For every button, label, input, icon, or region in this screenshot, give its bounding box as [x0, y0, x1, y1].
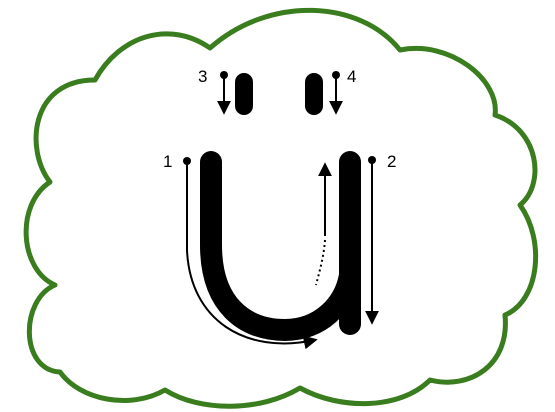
stroke-number-2: 2: [387, 152, 396, 171]
stroke-number-4: 4: [347, 67, 356, 86]
cloud-icon: [26, 10, 536, 406]
stroke-number-1: 1: [163, 152, 172, 171]
umlaut-right-dot: [305, 73, 323, 115]
stroke-number-3: 3: [198, 67, 207, 86]
umlaut-left-dot: [235, 73, 253, 115]
